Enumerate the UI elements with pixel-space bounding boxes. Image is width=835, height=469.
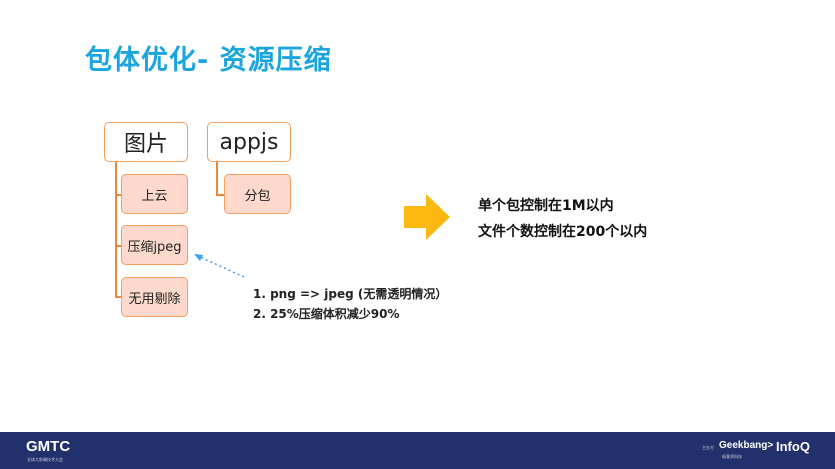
gmtc-subtitle: 全球大前端技术大会	[27, 457, 63, 462]
node-cloud: 上云	[121, 174, 188, 214]
node-appjs: appjs	[207, 122, 291, 162]
geekbang-subtitle: 极客邦科技	[722, 454, 742, 459]
tree-connector	[216, 162, 218, 195]
tree-connector	[216, 194, 225, 196]
gmtc-logo: GMTC	[26, 438, 71, 455]
geekbang-logo: Geekbang>	[719, 440, 774, 451]
tree-connector	[115, 296, 122, 298]
right-arrow-icon	[404, 194, 450, 240]
note-1: 1. png => jpeg (无需透明情况）	[253, 287, 448, 301]
node-compress-jpeg: 压缩jpeg	[121, 225, 188, 265]
footer-bar: GMTC 全球大前端技术大会 主办方 Geekbang> 极客邦科技 InfoQ	[0, 432, 835, 469]
node-image: 图片	[104, 122, 188, 162]
note-2: 2. 25%压缩体积减少90%	[253, 307, 400, 321]
slide-title: 包体优化- 资源压缩	[85, 45, 332, 76]
result-2: 文件个数控制在200个以内	[478, 224, 648, 240]
tree-connector	[115, 162, 117, 296]
tree-connector	[115, 245, 122, 247]
tree-connector	[115, 194, 122, 196]
node-split-package: 分包	[224, 174, 291, 214]
infoq-logo: InfoQ	[776, 439, 810, 454]
dotted-arrow-icon	[194, 254, 245, 278]
node-remove-unused: 无用剔除	[121, 277, 188, 317]
organizer-label: 主办方	[702, 445, 714, 450]
result-1: 单个包控制在1M以内	[478, 198, 614, 214]
